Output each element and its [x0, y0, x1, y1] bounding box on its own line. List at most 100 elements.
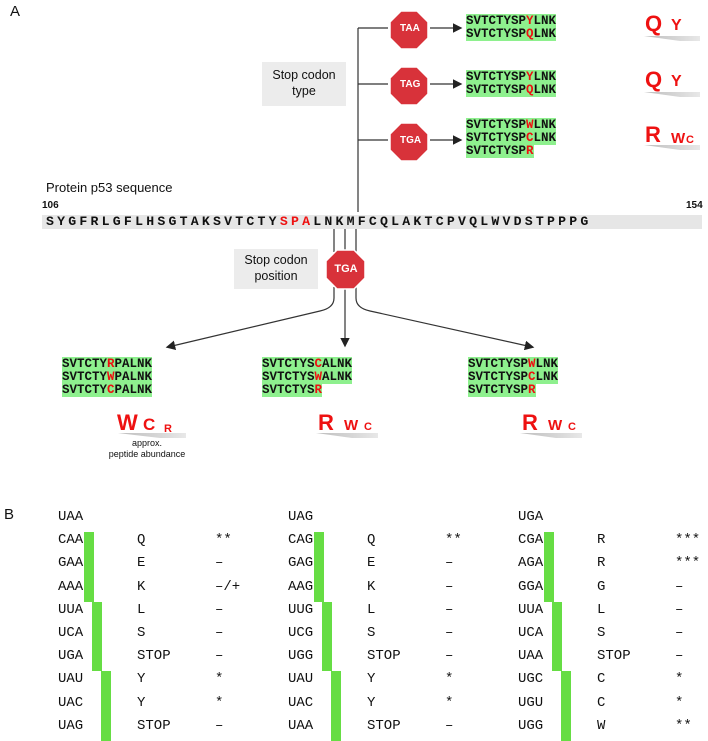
aa-label-minor: C	[568, 421, 576, 433]
position-group-3-row: SVTCTYSPCLNK	[468, 370, 559, 384]
highlight-pos3-block	[100, 671, 111, 741]
stop-sign-label-tag: TAG	[400, 79, 421, 90]
amino-acid-cell: E	[137, 555, 146, 572]
peptide-segment: PALNK	[114, 370, 153, 384]
significance-cell: ***	[675, 555, 701, 572]
stop-sign-tag	[389, 66, 429, 106]
abundance-note: approx. peptide abundance	[108, 438, 186, 459]
significance-cell: *	[675, 694, 684, 711]
aa-label-major: Q	[645, 11, 663, 36]
codon-cell: GGA	[518, 578, 544, 595]
substituted-residue: W	[107, 370, 115, 384]
peptide-segment: ALNK	[322, 357, 353, 371]
substituted-residue: W	[526, 118, 534, 132]
codon-cell: UAC	[58, 694, 84, 711]
peptide-segment: SVTCTYSP	[466, 144, 527, 158]
type-group-3-row: SVTCTYSPWLNK	[466, 118, 557, 132]
highlight-pos2-block	[92, 601, 103, 672]
amino-acid-cell: Y	[137, 671, 146, 688]
peptide-segment: SVTCTYSP	[468, 370, 529, 384]
aa-label-minor: R	[164, 423, 172, 435]
amino-acid-cell: C	[597, 671, 606, 688]
highlight-pos3-block	[330, 671, 341, 741]
amino-acid-cell: STOP	[367, 648, 401, 665]
significance-cell: –	[675, 648, 684, 665]
significance-cell: –	[445, 578, 454, 595]
amino-acid-cell: Y	[137, 694, 146, 711]
type-group-1-row: SVTCTYSPQLNK	[466, 27, 557, 41]
amino-acid-cell: S	[367, 625, 376, 641]
amino-acid-cell: Q	[367, 532, 376, 549]
arrow-to-group-1	[165, 287, 335, 351]
significance-cell: –	[445, 601, 454, 618]
stop-codon-position-box: Stop codon position	[234, 249, 318, 289]
substituted-residue: Q	[526, 83, 534, 97]
codon-cell: CGA	[518, 532, 544, 549]
codon-group-header: UGA	[518, 509, 544, 525]
aa-label-minor: Y	[671, 17, 682, 34]
stop-sign-label-taa: TAA	[400, 23, 420, 34]
amino-acid-cell: C	[597, 694, 606, 711]
aa-label-minor: Y	[671, 73, 682, 90]
type-group-2-row: SVTCTYSPYLNK	[466, 70, 557, 84]
peptide-segment: SVTCTYSP	[466, 14, 527, 28]
peptide-segment: SVTCTYSP	[466, 83, 527, 97]
significance-cell: –	[675, 601, 684, 618]
peptide-segment: SVTCTYS	[262, 370, 315, 384]
codon-cell: UUA	[58, 601, 84, 618]
highlight-pos3-block	[560, 671, 571, 741]
highlight-pos1-block	[544, 532, 554, 602]
position-group-1-row: SVTCTYCPALNK	[62, 383, 153, 397]
codon-cell: UGG	[518, 717, 544, 734]
peptide-segment: SVTCTYSP	[466, 131, 527, 145]
substituted-residue: C	[107, 383, 115, 397]
main-sequence-post: LNKMFCQLAKTCPVQLWVDSTPPPG	[313, 214, 592, 229]
substituted-residue: R	[528, 383, 536, 397]
abundance-bar-pos3	[520, 433, 582, 438]
sequence-baseline-shade	[42, 215, 702, 229]
peptide-segment: LNK	[535, 370, 559, 384]
amino-acid-cell: Q	[137, 532, 146, 549]
significance-cell: –	[215, 555, 224, 572]
significance-cell: **	[445, 532, 462, 549]
codon-cell: UUG	[288, 601, 314, 618]
significance-cell: –	[215, 601, 224, 618]
significance-cell: *	[445, 671, 454, 688]
position-group-3-row: SVTCTYSPWLNK	[468, 357, 559, 371]
position-group-2-row: SVTCTYSR	[262, 383, 323, 397]
peptide-segment: LNK	[535, 357, 559, 371]
amino-acid-cell: Y	[367, 694, 376, 711]
aa-label-major: R	[522, 410, 538, 435]
codon-cell: UGG	[288, 648, 314, 665]
abundance-bar-taa	[644, 36, 700, 41]
codon-cell: UAG	[58, 717, 84, 734]
main-sequence-pre: SYGFRLGFLHSGTAKSVTCTY	[46, 214, 280, 229]
peptide-segment: SVTCTYSP	[466, 27, 527, 41]
peptide-segment: SVTCTYSP	[466, 118, 527, 132]
position-group-1-row: SVTCTYRPALNK	[62, 357, 153, 371]
codon-cell: UAU	[58, 671, 84, 688]
peptide-segment: LNK	[533, 27, 557, 41]
peptide-segment: PALNK	[114, 383, 153, 397]
substituted-residue: Q	[526, 27, 534, 41]
codon-cell: UCA	[518, 625, 544, 641]
peptide-segment: SVTCTYSP	[466, 70, 527, 84]
position-group-2-row: SVTCTYSWALNK	[262, 370, 353, 384]
amino-acid-cell: S	[597, 625, 606, 641]
main-sequence: SYGFRLGFLHSGTAKSVTCTYSPALNKMFCQLAKTCPVQL…	[46, 214, 592, 229]
significance-cell: ***	[675, 532, 701, 549]
peptide-segment: LNK	[533, 131, 557, 145]
substituted-residue: W	[528, 357, 536, 371]
amino-acid-cell: G	[597, 578, 606, 595]
substituted-residue: Y	[526, 14, 534, 28]
stop-sign-tga-top	[389, 122, 429, 162]
significance-cell: –	[675, 578, 684, 595]
codon-cell: UGU	[518, 694, 544, 711]
aa-label-major: W	[117, 410, 138, 435]
peptide-segment: ALNK	[322, 370, 353, 384]
sequence-end-number: 154	[686, 200, 703, 211]
peptide-segment: SVTCTY	[62, 370, 108, 384]
amino-acid-cell: W	[597, 717, 606, 734]
significance-cell: *	[215, 694, 224, 711]
panel-a-label: A	[10, 3, 21, 20]
